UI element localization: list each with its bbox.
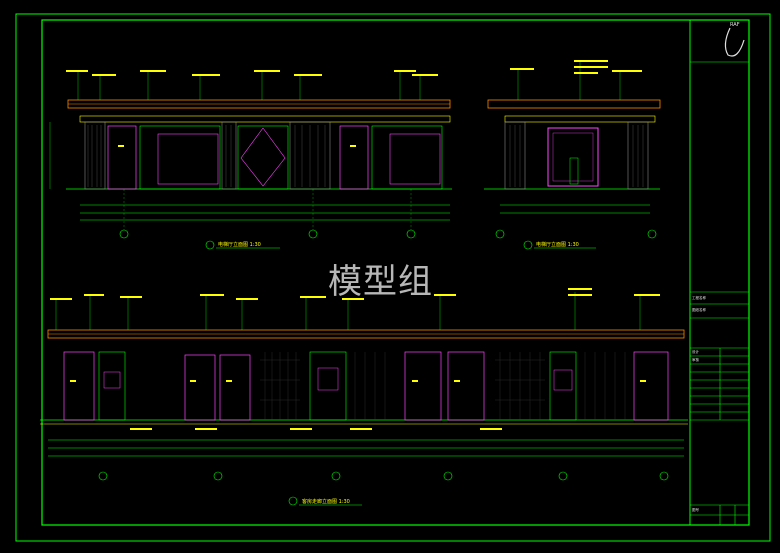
- title-block: [690, 61, 749, 525]
- inner-frame: [41, 19, 750, 526]
- logo-mark: [724, 27, 745, 57]
- outer-frame: [15, 13, 771, 542]
- title-block-row-2: 图纸名称: [692, 308, 706, 312]
- elevation-3: [40, 288, 688, 506]
- title-block-row-4: 审核: [692, 358, 699, 362]
- elevation-3-title: 客房走廊立面图 1:30: [302, 499, 350, 505]
- watermark: 模型组: [328, 262, 433, 302]
- elevation-1: [49, 70, 452, 250]
- elevation-2-title: 电梯厅立面图 1:30: [536, 242, 579, 248]
- title-block-row-5: 图号: [692, 508, 699, 512]
- elevation-1-title: 电梯厅立面图 1:30: [218, 242, 261, 248]
- title-block-logo: RAF: [730, 22, 740, 28]
- elevation-2: [484, 60, 661, 250]
- title-block-row-1: 工程名称: [692, 296, 706, 300]
- title-block-row-3: 设计: [692, 350, 699, 354]
